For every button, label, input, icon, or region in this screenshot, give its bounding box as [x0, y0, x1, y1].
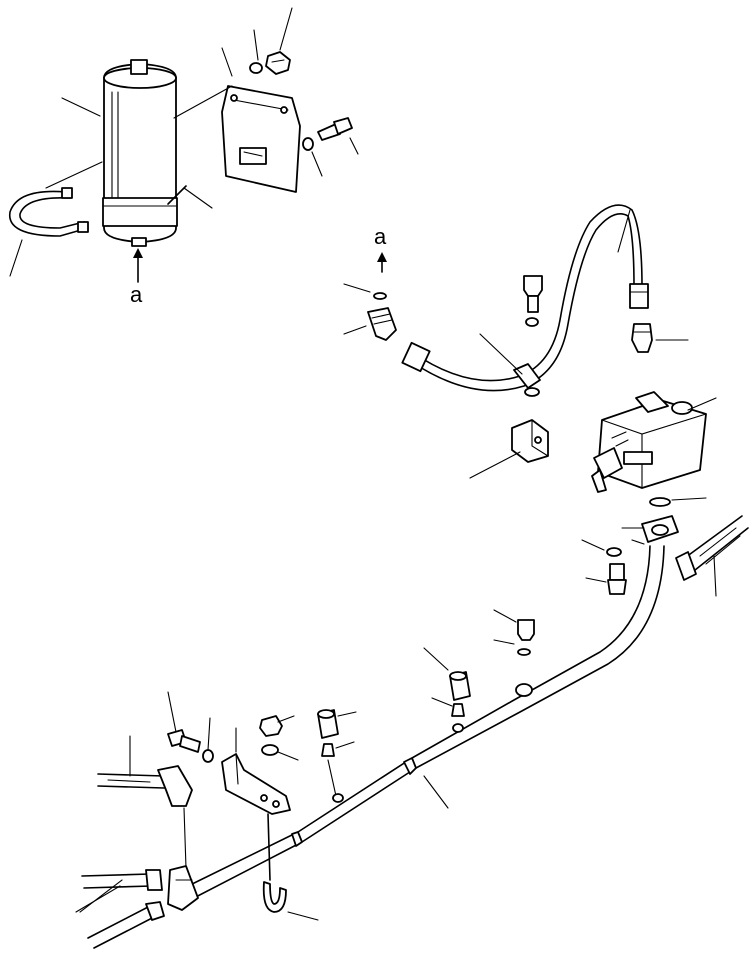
ref-label-a: a	[130, 282, 143, 307]
elbow-fitting	[367, 307, 397, 341]
tube-left-upper	[97, 765, 193, 807]
service-valve	[451, 703, 465, 733]
washer	[606, 547, 622, 557]
hose-clamp	[513, 363, 541, 397]
ref-label-a: a	[374, 224, 387, 249]
tube-left-lower	[87, 901, 165, 949]
clamp-strap	[9, 185, 187, 237]
arrow-a-drier: a	[130, 248, 143, 307]
cap-nut	[449, 671, 471, 701]
o-ring-flange	[649, 497, 671, 507]
cap-nut-2	[317, 709, 339, 739]
expansion-valve	[591, 391, 707, 493]
bolt-and-washer	[302, 117, 353, 151]
pipe-clamp-bracket	[621, 527, 645, 545]
liquid-tube-right	[675, 515, 749, 581]
mounting-bracket	[221, 85, 301, 193]
clamp-bracket	[511, 419, 549, 463]
bolt-small	[607, 563, 627, 595]
clamp-bolt	[523, 275, 543, 327]
receiver-drier	[102, 59, 178, 247]
clamp-bolt-lower	[515, 619, 535, 697]
hose-connector	[631, 323, 653, 353]
support-bracket	[221, 753, 291, 815]
flange-fitting	[641, 515, 679, 543]
leader-vertical	[183, 807, 187, 869]
nut-lower	[259, 715, 283, 756]
tee-fitting	[167, 865, 199, 911]
nut-and-washer	[249, 51, 291, 75]
flexible-hose	[401, 204, 649, 392]
service-valve-2	[321, 743, 344, 803]
hook-clip	[262, 813, 287, 913]
arrow-a-hose: a	[374, 224, 387, 273]
bolt-bracket	[167, 729, 214, 763]
leader-lines	[9, 7, 717, 921]
o-ring	[373, 292, 387, 300]
main-pipe	[183, 545, 665, 901]
